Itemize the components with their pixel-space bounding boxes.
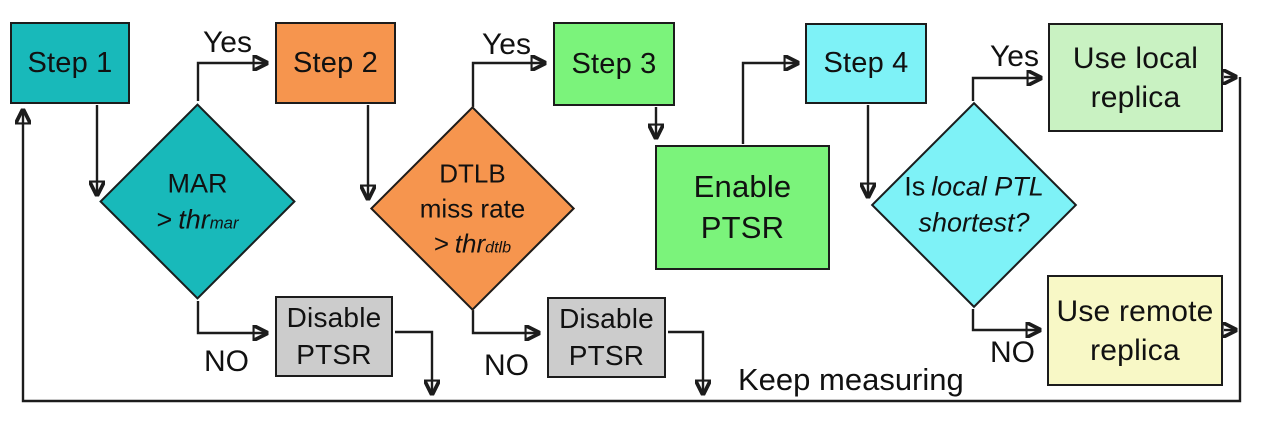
node-disable-ptsr-1: Disable PTSR <box>275 296 393 377</box>
ptl-line1-italic: local PTL <box>931 171 1044 202</box>
edge-ptl-no-to-remote-replica <box>971 309 1039 330</box>
node-disable-ptsr-2: Disable PTSR <box>547 297 666 378</box>
edge-disable1-to-bottom-line <box>395 330 432 393</box>
edge-dtlb-yes-to-step3 <box>471 63 544 107</box>
edge-label-keep-measuring: Keep measuring <box>738 362 964 397</box>
node-step1: Step 1 <box>10 22 130 104</box>
node-use-remote-replica: Use remote replica <box>1047 275 1223 386</box>
node-step4: Step 4 <box>805 23 927 104</box>
mar-line1: MAR <box>167 168 228 199</box>
dtlb-line2: miss rate <box>419 192 526 223</box>
enable-ptsr-line2: PTSR <box>700 209 785 245</box>
use-local-replica-line2: replica <box>1090 80 1181 114</box>
node-step3-label: Step 3 <box>571 47 657 80</box>
ptl-word-is: Is <box>904 171 926 202</box>
edge-label-yes-2: Yes <box>482 28 531 61</box>
edge-dtlb-no-to-disable2 <box>471 310 538 333</box>
edge-label-yes-3: Yes <box>990 40 1039 73</box>
dtlb-thr: thr <box>454 228 486 259</box>
use-remote-replica-line2: replica <box>1090 333 1180 367</box>
node-step3: Step 3 <box>553 22 675 106</box>
disable-ptsr-1-line1: Disable <box>286 302 382 334</box>
dtlb-gt-sign: > <box>433 228 450 259</box>
edge-mar-yes-to-step2 <box>196 63 266 101</box>
dtlb-thr-subscript: dtlb <box>485 238 512 257</box>
use-local-replica-line1: Use local <box>1072 41 1199 75</box>
edge-label-no-2: NO <box>484 349 529 382</box>
edge-label-yes-1: Yes <box>203 26 252 59</box>
node-use-local-replica: Use local replica <box>1048 23 1223 132</box>
mar-thr-subscript: mar <box>209 213 239 233</box>
disable-ptsr-1-line2: PTSR <box>296 338 372 370</box>
edge-disable2-to-bottom-line <box>668 330 703 393</box>
use-remote-replica-line1: Use remote <box>1056 294 1214 328</box>
dtlb-line1: DTLB <box>439 157 506 188</box>
node-step1-label: Step 1 <box>27 46 113 79</box>
edge-label-no-1: NO <box>204 345 249 378</box>
disable-ptsr-2-line1: Disable <box>559 303 654 335</box>
node-use-local-replica-label: Use local replica <box>1073 39 1198 117</box>
node-disable-ptsr-2-label: Disable PTSR <box>559 301 654 374</box>
decision-mar-label: MAR >thrmar <box>108 165 288 238</box>
node-enable-ptsr-label: Enable PTSR <box>694 167 792 248</box>
ptl-line2-italic: shortest? <box>918 208 1030 238</box>
node-step4-label: Step 4 <box>823 47 909 80</box>
decision-dtlb-miss-rate: DTLB miss rate >thrdtlb <box>369 105 576 312</box>
edge-feedback-loop-to-step1 <box>23 77 1242 403</box>
decision-dtlb-label: DTLB miss rate >thrdtlb <box>383 156 563 261</box>
edge-mar-no-to-disable1 <box>196 301 266 333</box>
node-disable-ptsr-1-label: Disable PTSR <box>287 300 382 373</box>
decision-mar-threshold: MAR >thrmar <box>99 103 296 300</box>
edge-label-no-3: NO <box>990 336 1035 369</box>
edge-enable-ptsr-to-step4 <box>741 63 797 144</box>
node-enable-ptsr: Enable PTSR <box>655 145 830 270</box>
node-use-remote-replica-label: Use remote replica <box>1056 292 1213 370</box>
mar-thr: thr <box>178 204 210 235</box>
mar-gt-sign: > <box>156 204 173 235</box>
edge-ptl-yes-to-local-replica <box>971 78 1040 101</box>
node-step2: Step 2 <box>275 22 396 104</box>
disable-ptsr-2-line2: PTSR <box>568 339 645 371</box>
enable-ptsr-line1: Enable <box>693 169 792 205</box>
node-step2-label: Step 2 <box>292 46 379 79</box>
